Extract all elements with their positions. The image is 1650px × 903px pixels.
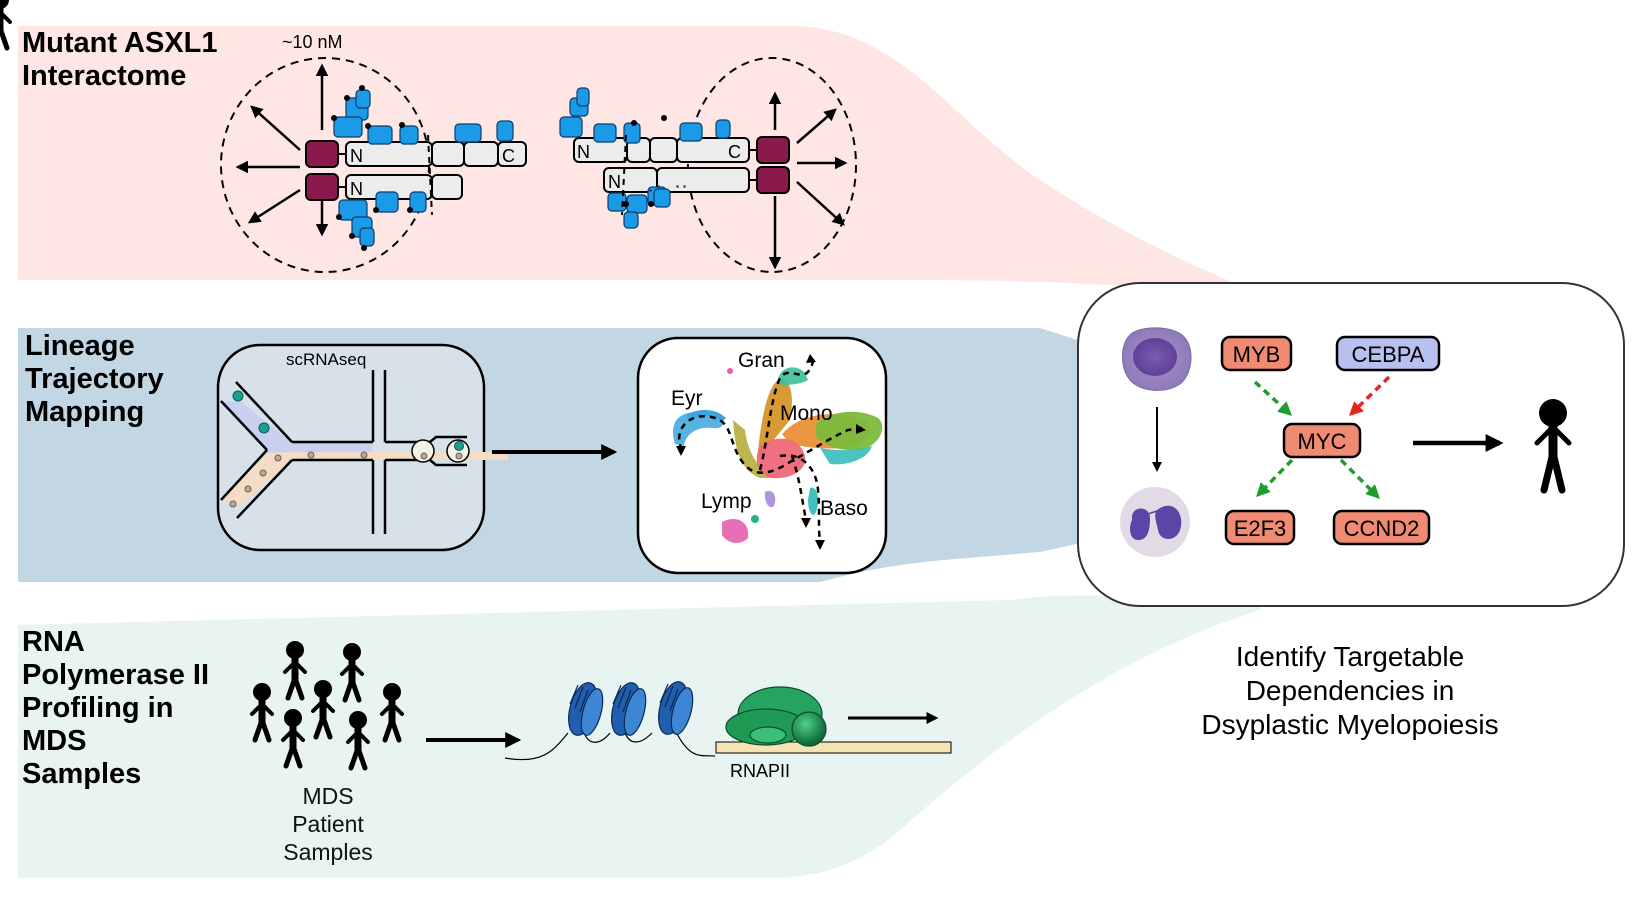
band-rnapii bbox=[18, 595, 1260, 878]
node-cebpa-label: CEBPA bbox=[1352, 342, 1425, 367]
node-ccnd2[interactable]: CCND2 bbox=[1332, 509, 1431, 546]
nucleosome-icon bbox=[658, 681, 694, 735]
node-myc[interactable]: MYC bbox=[1282, 422, 1362, 459]
node-myc-label: MYC bbox=[1298, 429, 1347, 454]
patient-group bbox=[0, 0, 402, 768]
asxl1-domain bbox=[305, 140, 339, 168]
scrnaseq-label: scRNAseq bbox=[286, 350, 366, 369]
myeloblast-cell-icon bbox=[1122, 327, 1192, 391]
concentration-label: ~10 nM bbox=[282, 32, 343, 52]
panel-title-lineage: Lineage Trajectory Mapping bbox=[25, 330, 164, 428]
c-terminus-label: C bbox=[728, 142, 741, 162]
n-terminus-label: N bbox=[577, 142, 590, 162]
edge-myb-myc bbox=[1253, 380, 1293, 416]
c-terminus-label: C bbox=[502, 146, 515, 166]
umap-label-mono: Mono bbox=[780, 402, 833, 425]
umap-plot bbox=[636, 336, 888, 575]
patient-icon bbox=[1534, 399, 1572, 494]
patients-label: MDS Patient Samples bbox=[283, 783, 373, 865]
rnapii-label: RNAPII bbox=[730, 761, 790, 781]
node-myb[interactable]: MYB bbox=[1220, 335, 1293, 372]
umap-label-gran: Gran bbox=[738, 349, 785, 372]
nucleosome-icon bbox=[611, 682, 647, 736]
interacting-proteins bbox=[559, 87, 731, 229]
edge-myc-ccnd2 bbox=[1339, 458, 1380, 499]
edge-cebpa-myc bbox=[1348, 375, 1391, 416]
panel-title-rnapii: RNA Polymerase II Profiling in MDS Sampl… bbox=[22, 626, 209, 790]
neutrophil-cell-icon bbox=[1120, 487, 1190, 557]
chromatin bbox=[504, 681, 952, 761]
results-panel: MYB CEBPA MYC E2F3 CCND2 bbox=[1077, 282, 1625, 607]
binding-dots bbox=[331, 85, 413, 251]
range-circle bbox=[687, 57, 857, 273]
microfluidics-chip bbox=[216, 343, 508, 552]
node-ccnd2-label: CCND2 bbox=[1344, 516, 1420, 541]
interactome-left: N N C bbox=[220, 57, 527, 273]
umap-label-eyr: Eyr bbox=[671, 387, 703, 410]
asxl1-domain bbox=[756, 166, 790, 194]
conclusion-text: Identify Targetable Dependencies in Dsyp… bbox=[1201, 641, 1499, 740]
umap-label-baso: Baso bbox=[820, 497, 868, 520]
nucleosome-icon bbox=[568, 682, 604, 736]
asxl1-domain bbox=[756, 136, 790, 164]
n-terminus-label: N bbox=[350, 179, 363, 199]
binding-dots bbox=[623, 115, 667, 207]
band-lineage bbox=[18, 328, 1140, 582]
node-e2f3-label: E2F3 bbox=[1234, 516, 1287, 541]
node-myb-label: MYB bbox=[1233, 342, 1281, 367]
n-terminus-label: N bbox=[350, 146, 363, 166]
dna-strand bbox=[715, 741, 952, 754]
edge-myc-e2f3 bbox=[1256, 458, 1294, 498]
node-cebpa[interactable]: CEBPA bbox=[1335, 335, 1441, 372]
umap-label-lymp: Lymp bbox=[701, 490, 752, 513]
rna-polymerase-icon bbox=[725, 686, 827, 747]
person-icon bbox=[0, 0, 12, 51]
n-terminus-label: N bbox=[608, 172, 621, 192]
interactome-right: N N C bbox=[559, 57, 857, 273]
node-e2f3[interactable]: E2F3 bbox=[1224, 509, 1296, 546]
asxl1-domain bbox=[305, 173, 339, 201]
panel-title-interactome: Mutant ASXL1 Interactome bbox=[22, 27, 218, 92]
interacting-proteins bbox=[333, 89, 514, 247]
